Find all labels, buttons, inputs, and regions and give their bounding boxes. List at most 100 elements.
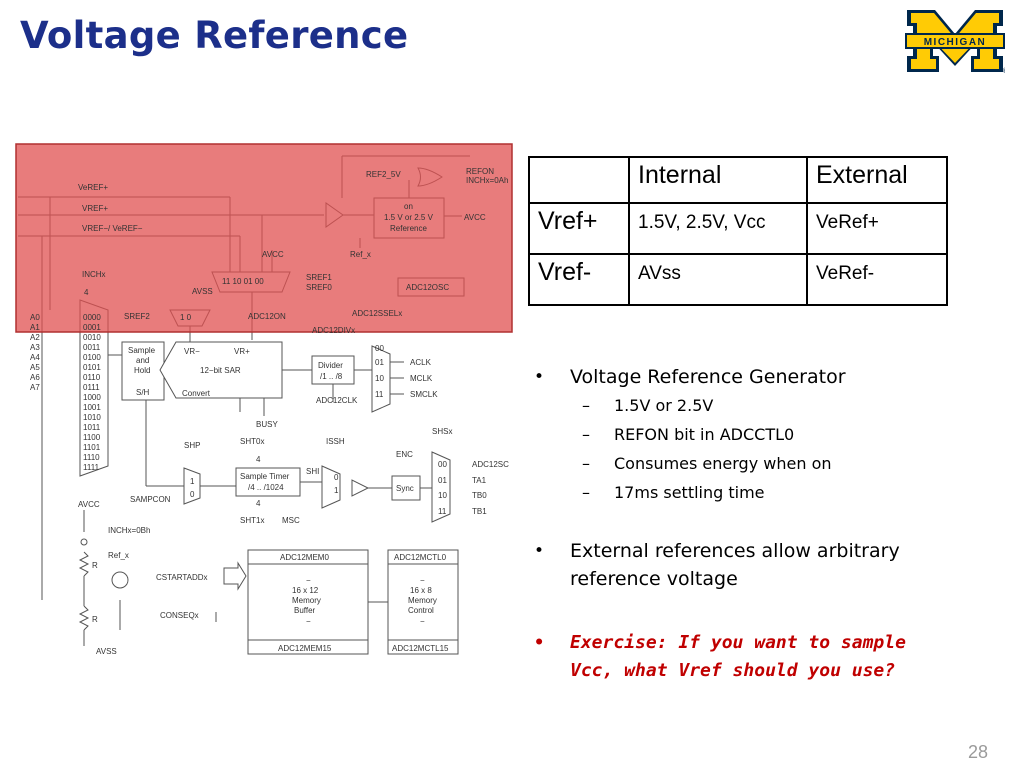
mux-code-label: 0111 xyxy=(83,383,100,392)
label-inchx-0ah: INCHx=0Ah xyxy=(466,176,508,185)
label-avcc-ref: AVCC xyxy=(464,213,486,222)
label-mctl15: ADC12MCTL15 xyxy=(392,644,449,653)
label-enc: ENC xyxy=(396,450,413,459)
label-shs-01: 01 xyxy=(438,476,447,485)
channel-label: A0 xyxy=(30,313,40,322)
label-ref-on: on xyxy=(404,202,413,211)
label-veref-plus: VeREF+ xyxy=(78,183,108,192)
label-mux-0: 0 xyxy=(190,490,195,499)
table-row-label: Vref+ xyxy=(528,202,630,255)
label-vr-minus: VR− xyxy=(184,347,200,356)
label-sampcon: SAMPCON xyxy=(130,495,171,504)
sub-bullet-text: REFON bit in ADCCTL0 xyxy=(614,425,795,444)
label-mctl-control: Control xyxy=(408,606,434,615)
label-mux-codes: 11 10 01 00 xyxy=(222,277,264,286)
label-divider-range: /1 .. /8 xyxy=(320,372,343,381)
mux-code-label: 0000 xyxy=(83,313,101,322)
label-sar: 12−bit SAR xyxy=(200,366,241,375)
label-vref-plus: VREF+ xyxy=(82,204,108,213)
bullet-dot: • xyxy=(534,541,545,561)
table-header-external: External xyxy=(806,156,948,204)
label-msc: MSC xyxy=(282,516,300,525)
university-logo: MICHIGAN ® xyxy=(905,10,1005,74)
label-r2: R xyxy=(92,615,98,624)
label-shsx: SHSx xyxy=(432,427,452,436)
mux-code-label: 1111 xyxy=(83,463,100,472)
channel-label: A2 xyxy=(30,333,40,342)
label-clk-10: 10 xyxy=(375,374,384,383)
bullet-text: Voltage Reference Generator xyxy=(570,366,846,388)
label-vref-minus: VREF−/ VeREF− xyxy=(82,224,143,233)
label-mctl-dash2: − xyxy=(420,617,425,626)
table-row: Vref+ 1.5V, 2.5V, Vcc VeRef+ xyxy=(528,202,948,255)
mux-code-label: 1011 xyxy=(83,423,101,432)
label-avss: AVSS xyxy=(192,287,213,296)
label-mem15: ADC12MEM15 xyxy=(278,644,332,653)
label-convert: Convert xyxy=(182,389,211,398)
label-mux-1b: 1 xyxy=(334,486,339,495)
logo-text: MICHIGAN xyxy=(924,37,987,48)
label-mctl-word: Memory xyxy=(408,596,437,605)
channel-label: A1 xyxy=(30,323,40,332)
label-r1: R xyxy=(92,561,98,570)
label-mclk: MCLK xyxy=(410,374,433,383)
mux-code-label: 1110 xyxy=(83,453,100,462)
table-header-blank xyxy=(528,156,630,204)
mux-code-label: 1010 xyxy=(83,413,101,422)
bullet-item: • Voltage Reference Generator xyxy=(530,363,930,391)
label-sample-timer-div: /4 .. /1024 xyxy=(248,483,284,492)
channel-label: A6 xyxy=(30,373,40,382)
page-title: Voltage Reference xyxy=(20,14,409,57)
label-mux-1: 1 xyxy=(190,477,195,486)
label-sync: Sync xyxy=(396,484,414,493)
channel-label: A5 xyxy=(30,363,40,372)
label-sh: S/H xyxy=(136,388,150,397)
label-ref-x: Ref_x xyxy=(350,250,371,259)
channel-label: A4 xyxy=(30,353,40,362)
label-adc12clk: ADC12CLK xyxy=(316,396,358,405)
table-cell-internal: 1.5V, 2.5V, Vcc xyxy=(628,202,808,255)
mux-code-label: 0010 xyxy=(83,333,101,342)
vref-table: Internal External Vref+ 1.5V, 2.5V, Vcc … xyxy=(528,156,948,306)
label-shs-10: 10 xyxy=(438,491,447,500)
table-header-row: Internal External xyxy=(528,156,948,204)
label-ref-word: Reference xyxy=(390,224,427,233)
mux-code-label: 0011 xyxy=(83,343,101,352)
label-mem-word: Memory xyxy=(292,596,321,605)
label-sref2: SREF2 xyxy=(124,312,150,321)
label-adc12on: ADC12ON xyxy=(248,312,286,321)
mux-code-label: 0001 xyxy=(83,323,101,332)
table-cell-internal: AVss xyxy=(628,253,808,306)
bullet-list: • Voltage Reference Generator –1.5V or 2.… xyxy=(530,363,930,685)
table-cell-external: VeRef+ xyxy=(806,202,948,255)
reference-highlight xyxy=(15,143,513,333)
label-tb1: TB1 xyxy=(472,507,487,516)
label-inchx-0bh: INCHx=0Bh xyxy=(108,526,150,535)
label-divider: Divider xyxy=(318,361,343,370)
label-sh-sample: Sample xyxy=(128,346,156,355)
label-sht1x: SHT1x xyxy=(240,516,264,525)
label-conseqx: CONSEQx xyxy=(160,611,199,620)
table-header-internal: Internal xyxy=(628,156,808,204)
mux-code-label: 0100 xyxy=(83,353,101,362)
label-adc12sc: ADC12SC xyxy=(472,460,509,469)
label-sh-hold: Hold xyxy=(134,366,150,375)
label-tb0: TB0 xyxy=(472,491,487,500)
label-adc12osc: ADC12OSC xyxy=(406,283,449,292)
label-mem0: ADC12MEM0 xyxy=(280,553,329,562)
label-mem-buffer: Buffer xyxy=(294,606,316,615)
label-smclk: SMCLK xyxy=(410,390,438,399)
sub-bullet-item: –1.5V or 2.5V xyxy=(582,396,714,415)
label-avcc-mux: AVCC xyxy=(262,250,284,259)
mux-code-label: 1100 xyxy=(83,433,101,442)
bullet-text: External references allow arbitrary refe… xyxy=(570,540,900,590)
sub-bullet-text: 1.5V or 2.5V xyxy=(614,396,714,415)
logo-registered: ® xyxy=(1002,67,1005,74)
bullet-dot: • xyxy=(534,367,545,387)
label-inchx: INCHx xyxy=(82,270,106,279)
label-ta1: TA1 xyxy=(472,476,487,485)
label-clk-11: 11 xyxy=(375,390,384,399)
label-st-four: 4 xyxy=(256,455,261,464)
label-mctl0: ADC12MCTL0 xyxy=(394,553,447,562)
